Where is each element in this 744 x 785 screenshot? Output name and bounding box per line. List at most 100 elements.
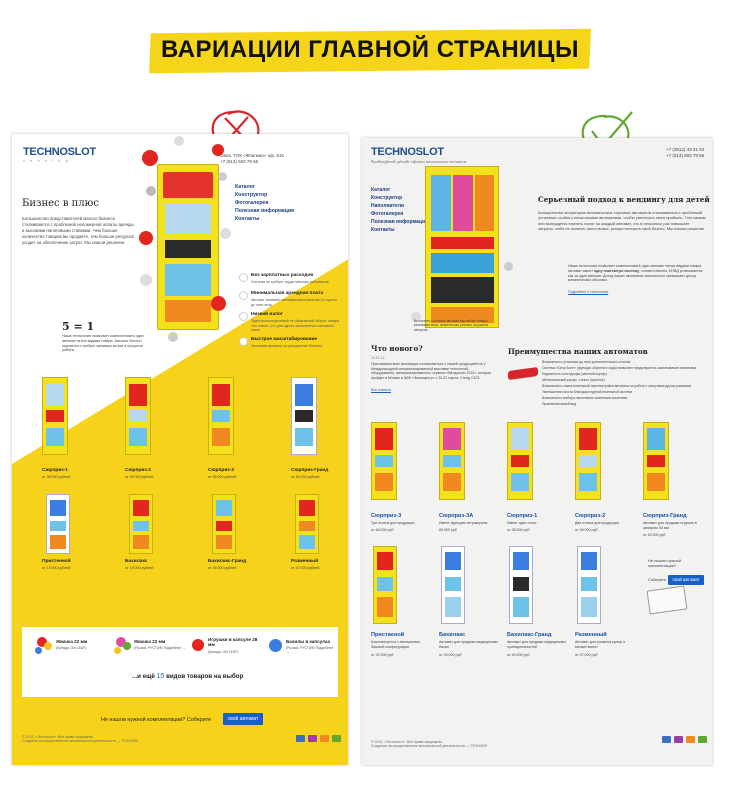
clock-icon (239, 337, 248, 346)
product-image-surprise-grand[interactable] (643, 422, 669, 500)
product-image-wall[interactable] (373, 546, 397, 624)
social-icon[interactable] (674, 736, 683, 743)
gumball-icon (37, 637, 47, 647)
feature-sub: Экономия времени на расширение бизнеса (251, 344, 323, 348)
product-price: от 45 000 рублей (125, 475, 154, 479)
product-name[interactable]: Пристаеной (371, 632, 405, 638)
nav-item-catalog[interactable]: Каталог (235, 184, 256, 190)
product-image-bahilaks-grand[interactable] (212, 494, 236, 554)
product-price: 69 000 руб (439, 528, 457, 532)
product-name[interactable]: Сюрприз-3А (439, 513, 474, 519)
feature-sub: Один многоотраслевой не облагаемый оборо… (251, 319, 340, 332)
advantage-item: Надежность конструкции (жесткий корпус) (542, 372, 607, 376)
product-name[interactable]: Бахилакс (125, 559, 148, 564)
logo[interactable]: TECHNOSLOT v e n d i n g (371, 146, 444, 163)
product-desc: Автомат для продажи игрушек в капсулах 5… (643, 521, 697, 530)
build-machine-button[interactable]: свой автомат (668, 575, 704, 585)
product-name[interactable]: Бахилакс-Гранд (208, 559, 247, 564)
product-price: от 40 000 руб (643, 533, 666, 537)
product-desc: Автомат для размена купюр и мелких монет (575, 640, 626, 649)
footer-text: © 2012, «Технослот». Все права защищены.… (371, 740, 488, 749)
toy-title: Бахилы в капсулах (286, 639, 331, 644)
brush-pointer-icon (508, 366, 538, 381)
technology-link[interactable]: Подробнее о технологии (568, 290, 609, 294)
nav-item-info[interactable]: Полезная информация (371, 219, 428, 225)
social-icon[interactable] (686, 736, 695, 743)
product-name[interactable]: Сюрприз-Гранд (643, 513, 687, 519)
gumball-icon (44, 642, 52, 650)
gumball-icon (35, 647, 42, 654)
social-icon[interactable] (332, 735, 341, 742)
nav-item-constructor[interactable]: Конструктор (371, 195, 403, 201)
feature-sub: Автомат занимает минимум пространства (о… (251, 298, 338, 307)
hero-vending-machine (157, 164, 219, 330)
product-price: от 40 000 руб (507, 653, 530, 657)
gumball-white (220, 228, 231, 239)
product-name[interactable]: Пристенной (42, 559, 71, 564)
tagline: Производитель детских торговых механичес… (371, 160, 467, 164)
social-icon[interactable] (296, 735, 305, 742)
product-name[interactable]: Бахилакс-Гранд (507, 632, 552, 638)
feature-title: Быстрое масштабирование (251, 337, 318, 342)
product-name[interactable]: Сюрприз-3 (371, 513, 402, 519)
nav-item-info[interactable]: Полезная информация (235, 208, 295, 214)
feature-title: Низкий налог (251, 312, 283, 317)
gumball-red (142, 150, 158, 166)
product-image-surprise-1[interactable] (42, 377, 68, 455)
nav-item-contacts[interactable]: Контакты (235, 216, 260, 222)
house-icon (239, 291, 248, 300)
product-image-surprise-2[interactable] (575, 422, 601, 500)
product-image-wall[interactable] (46, 494, 70, 554)
product-price: от 45 000 руб (575, 528, 598, 532)
solution-text: Наша технология позволяет комплектовать … (568, 264, 703, 283)
social-icon[interactable] (698, 736, 707, 743)
more-products-line[interactable]: ...и ещё 15 видов товаров на выбор (132, 673, 244, 680)
social-icon[interactable] (320, 735, 329, 742)
social-icon[interactable] (308, 735, 317, 742)
product-image-surprise-grand[interactable] (291, 377, 317, 455)
product-image-bahilaks-grand[interactable] (509, 546, 533, 624)
product-image-surprise-1[interactable] (507, 422, 533, 500)
nav-item-catalog[interactable]: Каталог (371, 187, 391, 193)
product-image-surprise-3a[interactable] (439, 422, 465, 500)
product-name[interactable]: Бахилакс (439, 632, 466, 638)
advantage-item: Уменьшение налога благодаря единой плате… (542, 390, 633, 394)
nav-item-gallery[interactable]: Фотогалерея (371, 211, 404, 217)
product-name[interactable]: Сюрприз-2 (575, 513, 606, 519)
toy-sub: (Канада, Oril LEAF) (208, 650, 239, 654)
product-name[interactable]: Сюрприз-2 (125, 468, 151, 473)
all-news-link[interactable]: Все новости (371, 388, 391, 392)
nav-item-gallery[interactable]: Фотогалерея (235, 200, 269, 206)
product-image-exchange[interactable] (577, 546, 601, 624)
product-image-bahilaks[interactable] (129, 494, 153, 554)
product-name[interactable]: Разменный (575, 632, 607, 638)
product-name[interactable]: Сюрприз-Гранд (291, 468, 329, 473)
nav-item-constructor[interactable]: Конструктор (235, 192, 268, 198)
contact-block: Омск, ТОК «Флагман» оф. 615 +7 (913) 683… (220, 153, 284, 164)
gumball-white (218, 172, 227, 181)
build-machine-button[interactable]: свой автомат (223, 713, 263, 725)
product-desc: Имеет один отсек (507, 521, 537, 525)
product-price: от 22 000 руб (371, 653, 394, 657)
product-name[interactable]: Сюрприз-1 (507, 513, 538, 519)
gumball-white (504, 262, 513, 271)
social-icon[interactable] (662, 736, 671, 743)
feature-title: Минимальная арендная плата (251, 291, 324, 296)
product-image-exchange[interactable] (295, 494, 319, 554)
product-price: от 39 000 руб (439, 653, 462, 657)
product-name[interactable]: Сюрприз-1 (42, 468, 68, 473)
product-desc: Комплектуется с автоматами базовой конфи… (371, 640, 420, 649)
toy-sub: (Россия, РУСТАФ) Подробнее → (286, 646, 334, 655)
product-name[interactable]: Разменный (291, 559, 319, 564)
shoe-cover-capsule-icon (269, 639, 282, 652)
nav-item-contacts[interactable]: Контакты (371, 227, 395, 233)
product-image-surprise-2[interactable] (125, 377, 151, 455)
logo[interactable]: TECHNOSLOT v e n d i n g (23, 146, 96, 163)
product-image-surprise-3[interactable] (208, 377, 234, 455)
nav-item-fillers[interactable]: Наполнители (371, 203, 405, 209)
product-image-bahilaks[interactable] (441, 546, 465, 624)
product-name[interactable]: Сюрприз-3 (208, 468, 234, 473)
product-image-surprise-3[interactable] (371, 422, 397, 500)
gumball-icon (114, 647, 121, 654)
